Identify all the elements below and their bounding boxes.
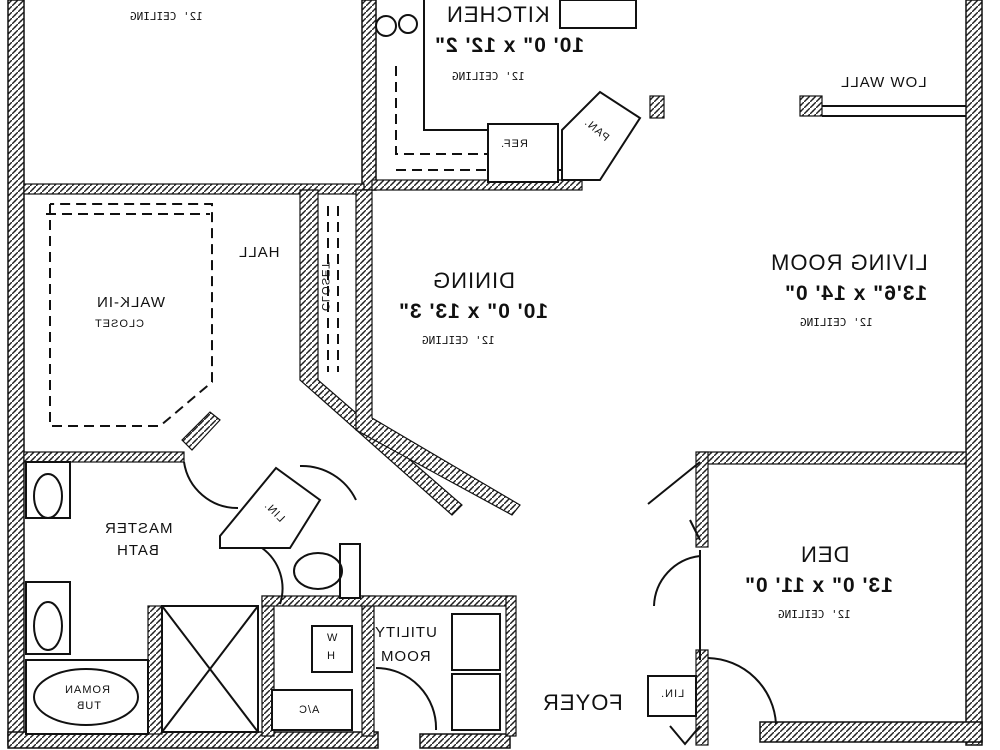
utility-room-label-1: UTILITY <box>374 624 437 641</box>
living-room-ceiling: 12' CEILING <box>800 316 873 329</box>
roman-tub-label-2: TUB <box>76 700 101 712</box>
entry-marks <box>669 519 701 746</box>
closet-label: CLOSET <box>319 260 332 312</box>
master-bath-label-2: BATH <box>116 542 159 559</box>
den-dimensions: 13' 0" x 11' 0" <box>744 574 893 597</box>
interior-walls <box>23 95 967 746</box>
living-room-label: LIVING ROOM <box>770 250 928 275</box>
door-swings <box>183 461 777 731</box>
water-heater-label-1: W <box>326 632 338 644</box>
dining-ceiling: 12' CEILING <box>422 334 495 347</box>
master-bath-label-1: MASTER <box>104 520 173 537</box>
den-label: DEN <box>800 542 850 567</box>
fixtures <box>25 0 966 735</box>
outer-walls <box>7 0 983 749</box>
foyer-linen-label: LIN. <box>660 688 685 700</box>
utility-room-label-2: ROOM <box>380 648 431 665</box>
bedroom-ceiling-label: 12' CEILING <box>130 10 203 23</box>
ac-label: A/C <box>298 704 320 716</box>
kitchen-ceiling: 12' CEILING <box>452 70 525 83</box>
kitchen-dimensions: 10' 0" x 12' 2" <box>434 34 584 57</box>
roman-tub-label-1: ROMAN <box>64 684 110 696</box>
dining-label: DINING <box>432 268 515 293</box>
hall-label: HALL <box>238 244 280 261</box>
low-wall-label: LOW WALL <box>840 74 927 91</box>
kitchen-label: KITCHEN <box>446 2 550 27</box>
foyer-label: FOYER <box>542 690 623 715</box>
walk-in-label: WALK-IN <box>96 294 165 311</box>
den-ceiling: 12' CEILING <box>778 608 851 621</box>
walk-in-closet-label: CLOSET <box>94 318 145 330</box>
living-room-dimensions: 13'6" x 14' 0" <box>784 282 928 305</box>
water-heater-label-2: H <box>326 650 335 662</box>
dining-dimensions: 10' 0" x 13' 3" <box>398 300 548 323</box>
refrigerator-label: REF. <box>500 138 528 150</box>
